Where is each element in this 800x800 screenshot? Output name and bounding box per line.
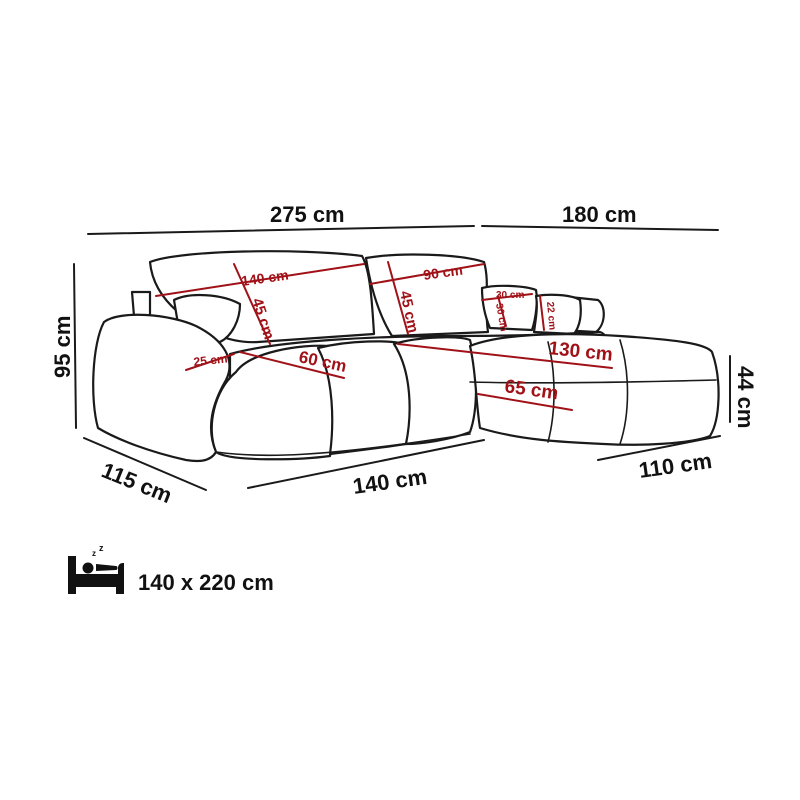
label-width-main: 275 cm	[270, 202, 345, 227]
label-armrest-height: 22 cm	[544, 301, 557, 330]
label-width-chaise: 180 cm	[562, 202, 637, 227]
dim-line-width-chaise	[481, 225, 719, 231]
svg-text:z: z	[92, 549, 96, 558]
label-height: 95 cm	[50, 316, 75, 378]
dim-line-chaise-depth	[597, 435, 721, 461]
measure-line-back-cushion-width	[155, 263, 365, 297]
dim-line-width-main	[87, 225, 475, 235]
label-armrest-width: 25 cm	[193, 352, 228, 369]
dim-line-front-width	[247, 439, 485, 489]
bed-size: z z 140 x 220 cm	[68, 543, 274, 595]
measure-line-seat-depth	[239, 351, 345, 379]
measure-line-chaise-width	[477, 393, 573, 411]
chaise-seam-2	[619, 339, 629, 445]
armrest-left	[92, 313, 231, 463]
label-front-width: 140 cm	[351, 464, 428, 499]
measure-line-chaise-length	[397, 343, 613, 369]
front-base	[215, 433, 471, 457]
sleeping-bed-icon: z z	[68, 543, 124, 594]
measure-line-back-cushion2-width	[369, 263, 485, 285]
svg-text:z: z	[99, 543, 104, 553]
dim-line-height	[73, 263, 77, 429]
chaise-seam-1	[547, 341, 555, 443]
measure-line-pillow-width	[481, 293, 533, 301]
armrest-right	[532, 293, 582, 336]
label-back-cushion2-width: 90 cm	[422, 262, 464, 283]
measure-line-armrest-width	[185, 353, 235, 371]
label-pillow-height: 30 cm	[493, 303, 509, 333]
label-back-cushion-width: 140 cm	[240, 267, 289, 289]
measure-line-back-cushion2-height	[387, 261, 409, 335]
chaise-cushion	[468, 333, 720, 446]
dim-line-depth-main	[83, 437, 207, 491]
measure-line-back-cushion-height	[233, 263, 271, 345]
sofa-illustration	[92, 250, 720, 463]
label-bed-size: 140 x 220 cm	[138, 570, 274, 595]
seat-cushion-right	[392, 336, 478, 446]
label-depth-main: 115 cm	[98, 457, 175, 508]
inner-measurements: 140 cm 45 cm 90 cm 45 cm 30 cm 30 cm 22 …	[155, 261, 614, 411]
measure-line-pillow-height	[497, 295, 507, 327]
label-pillow-width: 30 cm	[496, 290, 524, 301]
label-chaise-depth: 110 cm	[637, 448, 713, 483]
measure-line-armrest-height	[539, 295, 545, 331]
label-chaise-height: 44 cm	[733, 366, 758, 428]
chaise-seam-3	[469, 379, 717, 384]
